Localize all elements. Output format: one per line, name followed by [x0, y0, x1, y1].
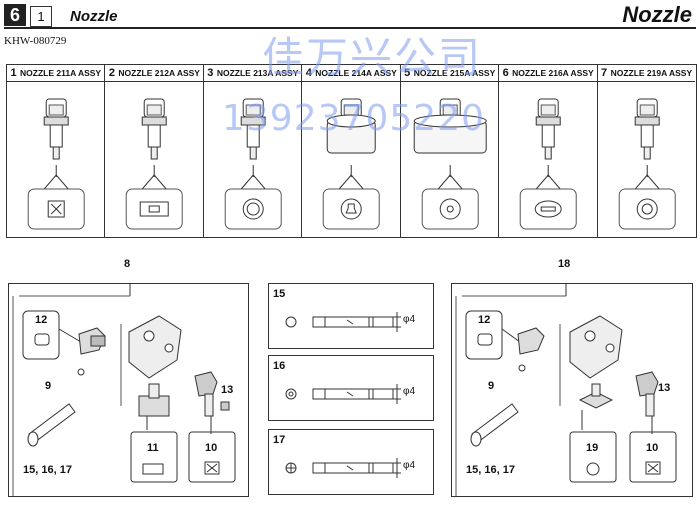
- nozzle-drawing: [224, 98, 282, 230]
- nozzle-name: NOZZLE 216A ASSY: [512, 68, 594, 78]
- nozzle-number: 5: [404, 67, 411, 79]
- shaft-diameter: φ4: [403, 386, 416, 397]
- part-label: 10: [205, 442, 218, 454]
- nozzle-drawing: [519, 98, 577, 230]
- document-code: KHW-080729: [4, 35, 67, 47]
- nozzle-name: NOZZLE 211A ASSY: [20, 68, 102, 78]
- shaft-drawing: [285, 312, 401, 332]
- nozzle-number: 6: [502, 67, 509, 79]
- part-label: 11: [147, 442, 159, 454]
- nozzle-number: 1: [10, 67, 17, 79]
- part-label: 15, 16, 17: [466, 464, 515, 476]
- sub-number: 1: [30, 6, 52, 27]
- shaft-number: 15: [273, 288, 286, 300]
- page-number: 6: [4, 4, 26, 26]
- shaft-diameter: φ4: [403, 314, 416, 325]
- nozzle-name: NOZZLE 215A ASSY: [413, 68, 496, 78]
- section-title-right: Nozzle: [622, 2, 692, 27]
- shaft-panel: 15 φ4: [268, 283, 434, 349]
- shaft-panel: 17 φ4: [268, 429, 434, 495]
- nozzle-drawing: [322, 98, 380, 230]
- nozzle-number: 2: [108, 67, 115, 79]
- part-label: 12: [35, 314, 48, 326]
- part-label: 12: [478, 314, 491, 326]
- nozzle-number: 3: [207, 67, 214, 79]
- nozzle-name: NOZZLE 212A ASSY: [118, 68, 200, 78]
- nozzle-name: NOZZLE 214A ASSY: [315, 68, 397, 78]
- section-title: Nozzle: [70, 8, 118, 25]
- part-label: 13: [221, 384, 234, 396]
- part-label: 19: [586, 442, 599, 454]
- shaft-number: 16: [273, 360, 286, 372]
- nozzle-drawing: [618, 98, 676, 230]
- nozzle-name: NOZZLE 213A ASSY: [216, 68, 299, 78]
- nozzle-drawing: [126, 98, 184, 230]
- watermark-company: 佳万兴公司: [262, 33, 483, 82]
- nozzle-number: 7: [601, 67, 608, 79]
- shaft-drawing: [285, 458, 401, 478]
- assembly-callout-left: 8: [124, 258, 131, 270]
- part-label: 15, 16, 17: [23, 464, 72, 476]
- watermark-phone: 13923705220: [222, 98, 485, 139]
- shaft-diameter: φ4: [403, 460, 416, 471]
- part-label: 13: [658, 382, 671, 394]
- shaft-number: 17: [273, 434, 286, 446]
- shaft-drawing: [285, 384, 401, 404]
- assembly-panel-left: 12 9 13 11 10 15, 16, 17: [8, 283, 249, 497]
- nozzle-drawing: [413, 98, 487, 230]
- assembly-callout-right: 18: [558, 258, 571, 270]
- shaft-panel: 16 φ4: [268, 355, 434, 421]
- header-rule: [4, 27, 696, 29]
- part-label: 10: [646, 442, 659, 454]
- assembly-panel-right: 12 9 13 19 10 15, 16, 17: [451, 283, 693, 497]
- part-label: 9: [45, 380, 52, 392]
- nozzle-drawing: [27, 98, 85, 230]
- nozzle-name: NOZZLE 219A ASSY: [610, 68, 693, 78]
- assembly-drawing-left: [12, 284, 236, 496]
- part-label: 9: [488, 380, 495, 392]
- assembly-drawing-right: [455, 284, 677, 496]
- nozzle-number: 4: [305, 67, 312, 79]
